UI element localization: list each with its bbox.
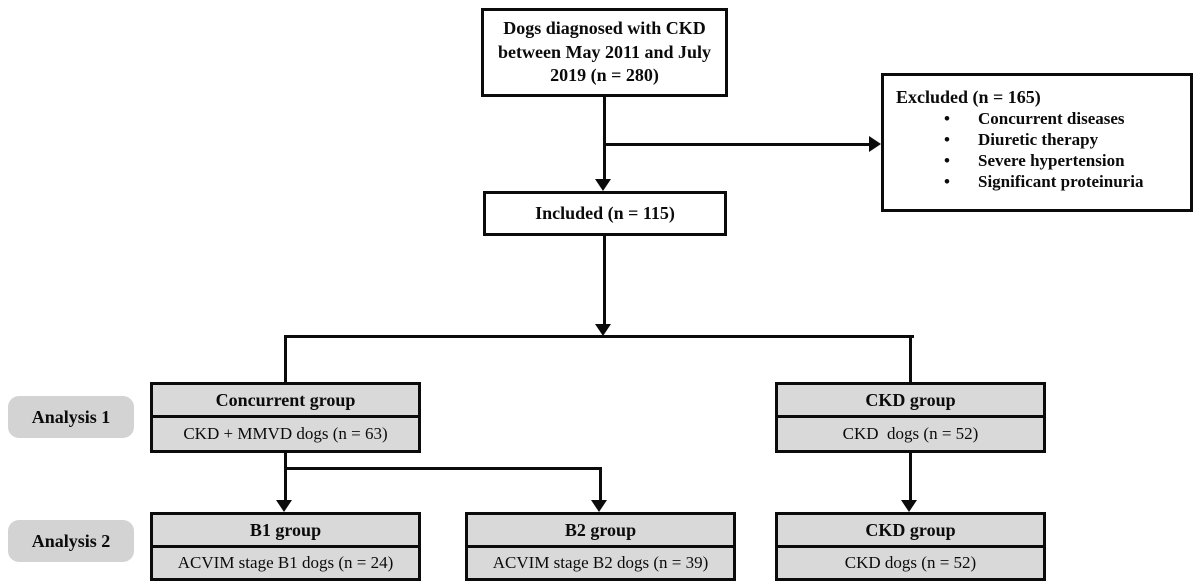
connector-concurrent-to-b1: [284, 453, 287, 500]
excluded-item: • Diuretic therapy: [896, 129, 1180, 150]
included-text: Included (n = 115): [535, 203, 675, 223]
arrowhead-included: [595, 179, 611, 191]
connector-top-to-included: [603, 97, 606, 180]
group-header: B2 group: [468, 515, 733, 548]
enrollment-box: Dogs diagnosed with CKD between May 2011…: [481, 8, 728, 97]
connector-ckd1-to-ckd2: [909, 453, 912, 500]
analysis2-label-text: Analysis 2: [31, 530, 111, 551]
bullet-icon: •: [944, 151, 950, 170]
ckd-group-box-analysis2: CKD group CKD dogs (n = 52): [775, 512, 1046, 581]
arrowhead-b2: [591, 500, 607, 512]
arrowhead-ckd2: [901, 500, 917, 512]
analysis2-label: Analysis 2: [8, 520, 134, 562]
bullet-icon: •: [944, 172, 950, 191]
bullet-icon: •: [944, 109, 950, 128]
group-header: CKD group: [778, 515, 1043, 548]
group-header: CKD group: [778, 385, 1043, 418]
analysis1-label-text: Analysis 1: [31, 406, 111, 427]
excluded-title: Excluded (n = 165): [896, 87, 1041, 107]
group-detail: CKD dogs (n = 52): [844, 553, 977, 572]
excluded-item-text: Concurrent diseases: [978, 109, 1125, 128]
drop-to-concurrent: [284, 335, 287, 382]
excluded-item-text: Diuretic therapy: [978, 130, 1099, 149]
excluded-item: • Significant proteinuria: [896, 171, 1180, 192]
drop-to-ckd1: [909, 335, 912, 382]
concurrent-group-box: Concurrent group CKD + MMVD dogs (n = 63…: [150, 382, 421, 453]
arrowhead-b1: [276, 500, 292, 512]
ckd-group-box-analysis1: CKD group CKD dogs (n = 52): [775, 382, 1046, 453]
connector-to-b2: [599, 467, 602, 500]
arrowhead-branch: [595, 324, 611, 336]
included-box: Included (n = 115): [483, 191, 727, 236]
group-detail: ACVIM stage B2 dogs (n = 39): [492, 553, 709, 572]
excluded-item-text: Significant proteinuria: [978, 172, 1144, 191]
excluded-item: • Severe hypertension: [896, 150, 1180, 171]
branch-line-analysis2: [284, 467, 602, 470]
b1-group-box: B1 group ACVIM stage B1 dogs (n = 24): [150, 512, 421, 581]
branch-line-analysis1: [284, 335, 914, 338]
arrowhead-excluded: [869, 136, 881, 152]
connector-included-to-branch: [603, 236, 606, 325]
connector-to-excluded: [603, 143, 869, 146]
excluded-item: • Concurrent diseases: [896, 108, 1180, 129]
excluded-box: Excluded (n = 165) • Concurrent diseases…: [881, 73, 1193, 212]
enrollment-text: Dogs diagnosed with CKD between May 2011…: [497, 18, 711, 86]
group-header: B1 group: [153, 515, 418, 548]
group-detail: CKD + MMVD dogs (n = 63): [183, 424, 388, 443]
analysis1-label: Analysis 1: [8, 396, 134, 438]
group-detail: CKD dogs (n = 52): [842, 424, 979, 443]
group-header: Concurrent group: [153, 385, 418, 418]
group-detail: ACVIM stage B1 dogs (n = 24): [177, 553, 394, 572]
bullet-icon: •: [944, 130, 950, 149]
excluded-item-text: Severe hypertension: [978, 151, 1125, 170]
b2-group-box: B2 group ACVIM stage B2 dogs (n = 39): [465, 512, 736, 581]
